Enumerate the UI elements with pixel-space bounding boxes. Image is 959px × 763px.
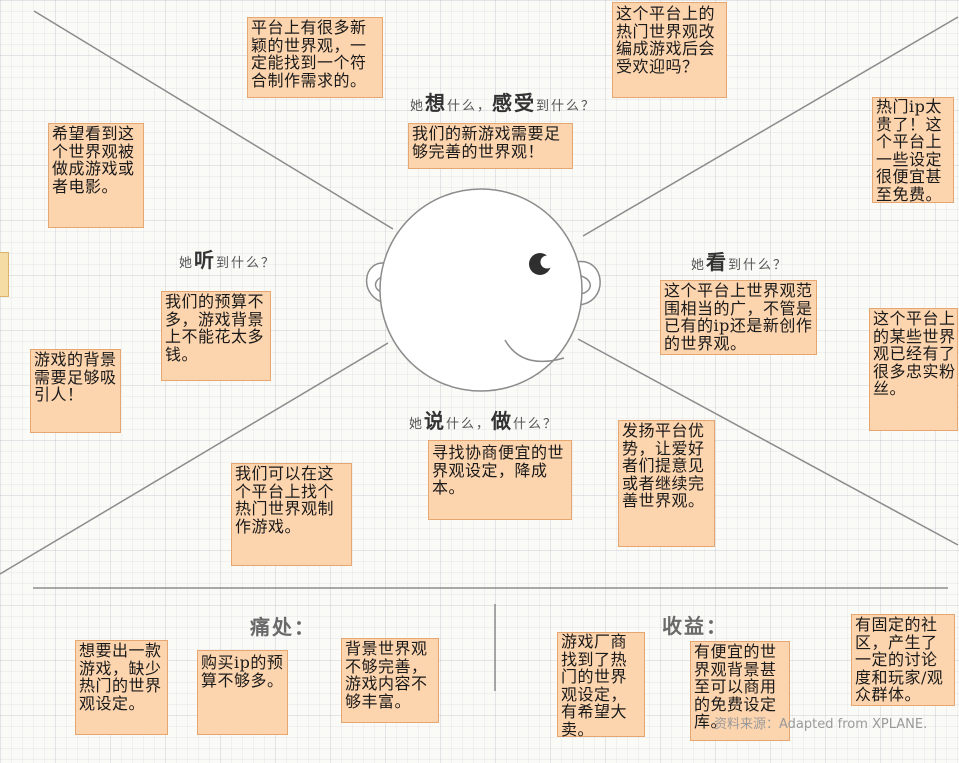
heading-to-what: 到什么？: [728, 258, 789, 273]
sticky-note-pains[interactable]: 想要出一款 游戏，缺少 热门的世界 观设定。: [75, 640, 168, 735]
heading-she: 她: [409, 417, 425, 432]
heading-see: 她看到什么？: [691, 251, 788, 277]
heading-hear: 她听到什么？: [179, 249, 276, 275]
sticky-note-think-feel[interactable]: 平台上有很多新 颖的世界观，一 定能找到一个符 合制作需求的。: [247, 17, 383, 98]
sticky-note-see[interactable]: 这个平台上世界观范 围相当的广，不管是 已有的ip还是新创作 的世界观。: [660, 280, 817, 355]
heading-she: 她: [179, 256, 195, 271]
sticky-note-hear[interactable]: 游戏的背景 需要足够吸 引人！: [30, 349, 121, 433]
heading-she: 她: [410, 99, 426, 114]
heading-do-word: 做: [491, 409, 514, 433]
side-panel-tab[interactable]: [0, 252, 9, 297]
sticky-note-see[interactable]: 这个平台上 的某些世界 观已经有了 很多忠实粉 丝。: [869, 308, 958, 431]
sticky-note-gains[interactable]: 有便宜的世 界观背景甚 至可以商用 的免费设定 库。: [690, 641, 790, 741]
sticky-note-hear[interactable]: 我们的预算不 多，游戏背景 上不能花太多 钱。: [161, 291, 271, 381]
heading-to-what: 到什么？: [216, 256, 277, 271]
heading-hear-word: 听: [194, 248, 217, 272]
sticky-note-say-do[interactable]: 我们可以在这 个平台上找个 热门世界观制 作游戏。: [231, 463, 352, 566]
sticky-note-think-feel[interactable]: 我们的新游戏需要足 够完善的世界观！: [408, 123, 573, 169]
quadrant-line-top-right: [582, 16, 959, 237]
heading-think-feel: 她想什么，感受到什么？: [410, 92, 596, 118]
heading-to-what: 到什么？: [536, 99, 597, 114]
heading-what: 什么，: [447, 99, 493, 114]
right-ear-inner: [579, 275, 591, 295]
pains-title: 痛处：: [250, 615, 316, 639]
source-credit: 资料来源：Adapted from XPLANE.: [714, 717, 928, 732]
heading-see-word: 看: [706, 250, 729, 274]
quadrant-line-top-left: [33, 10, 394, 230]
sticky-note-gains[interactable]: 有固定的社 区，产生了 一定的讨论 度和玩家/观 众群体。: [851, 614, 955, 706]
heading-think-word: 想: [425, 91, 448, 115]
heading-say-word: 说: [424, 409, 447, 433]
sticky-note-see[interactable]: 热门ip太 贵了！这 个平台上 一些设定 很便宜甚 至免费。: [872, 97, 954, 203]
gains-title: 收益：: [662, 614, 728, 638]
sticky-note-gains[interactable]: 游戏厂商 找到了热 门的世界 观设定， 有希望大 卖。: [557, 632, 645, 738]
face-circle: [379, 188, 583, 392]
sticky-note-pains[interactable]: 背景世界观 不够完善， 游戏内容不 够丰富。: [341, 638, 439, 723]
sticky-note-think-feel[interactable]: 这个平台上的 热门世界观改 编成游戏后会 受欢迎吗？: [612, 2, 727, 98]
heading-she: 她: [691, 258, 707, 273]
eye-highlight: [540, 255, 554, 269]
heading-what-end: 什么？: [513, 417, 559, 432]
sticky-note-say-do[interactable]: 寻找协商便宜的世 界观设定，降成 本。: [428, 440, 572, 520]
heading-feel-word: 感受: [492, 91, 537, 115]
quadrant-line-bottom-right: [577, 338, 959, 546]
sticky-note-pains[interactable]: 购买ip的预 算不够多。: [197, 650, 288, 735]
sticky-note-say-do[interactable]: 发扬平台优 势，让爱好 者们提意见 或者继续完 善世界观。: [618, 420, 715, 547]
smile: [504, 339, 565, 363]
heading-say-do: 她说什么，做什么？: [409, 410, 558, 436]
quadrant-line-bottom-left: [0, 342, 389, 575]
heading-what: 什么，: [446, 417, 492, 432]
sticky-note-hear[interactable]: 希望看到这 个世界观被 做成游戏或 者电影。: [48, 123, 144, 228]
